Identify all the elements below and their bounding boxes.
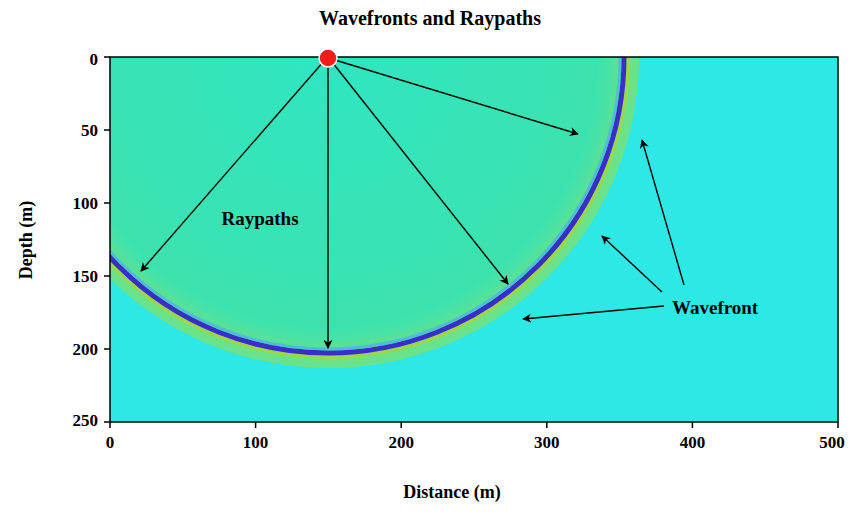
wavefront-core [110, 57, 624, 353]
wavefront-trail [110, 57, 615, 344]
x-axis-title: Distance (m) [403, 483, 500, 501]
wavefront-outer [110, 57, 628, 357]
y-axis-title: Depth (m) [17, 201, 35, 280]
axis-ticks [104, 57, 838, 428]
plot-area [110, 57, 838, 422]
y-tick-label: 200 [73, 341, 99, 358]
chart-title: Wavefronts and Raypaths [319, 8, 541, 28]
y-tick-label: 100 [73, 195, 99, 212]
wavefront-inner [110, 57, 620, 349]
x-tick-label: 400 [680, 434, 706, 451]
wavefront-leaders [523, 140, 684, 319]
plot-frame [110, 57, 838, 422]
x-tick-label: 100 [243, 434, 269, 451]
x-tick-label: 0 [106, 434, 115, 451]
source-point [319, 49, 337, 67]
disturbed-region [110, 57, 624, 353]
wavefront-label: Wavefront [672, 298, 758, 317]
x-tick-label: 500 [819, 434, 845, 451]
y-tick-label: 150 [73, 268, 99, 285]
y-tick-label: 250 [73, 412, 99, 429]
x-tick-label: 200 [388, 434, 414, 451]
y-tick-label: 50 [81, 122, 98, 139]
y-tick-label: 0 [90, 51, 99, 68]
x-tick-label: 300 [534, 434, 560, 451]
raypath-arrows [141, 60, 578, 348]
raypaths-label: Raypaths [221, 209, 298, 228]
